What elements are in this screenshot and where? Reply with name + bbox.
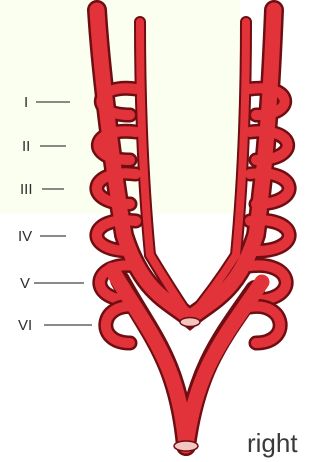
truncus-lumen xyxy=(174,441,198,451)
arch-label-4: IV xyxy=(18,228,32,245)
arch-label-3: III xyxy=(20,181,33,198)
arch-label-6: VI xyxy=(18,317,32,334)
arch-label-2: II xyxy=(22,138,30,155)
aortic-sac-lumen xyxy=(180,318,200,327)
arch-label-5: V xyxy=(20,275,30,292)
caption-right: right xyxy=(247,428,298,458)
arch-labels: I II III IV V VI xyxy=(18,94,92,334)
arch-label-1: I xyxy=(24,94,28,111)
